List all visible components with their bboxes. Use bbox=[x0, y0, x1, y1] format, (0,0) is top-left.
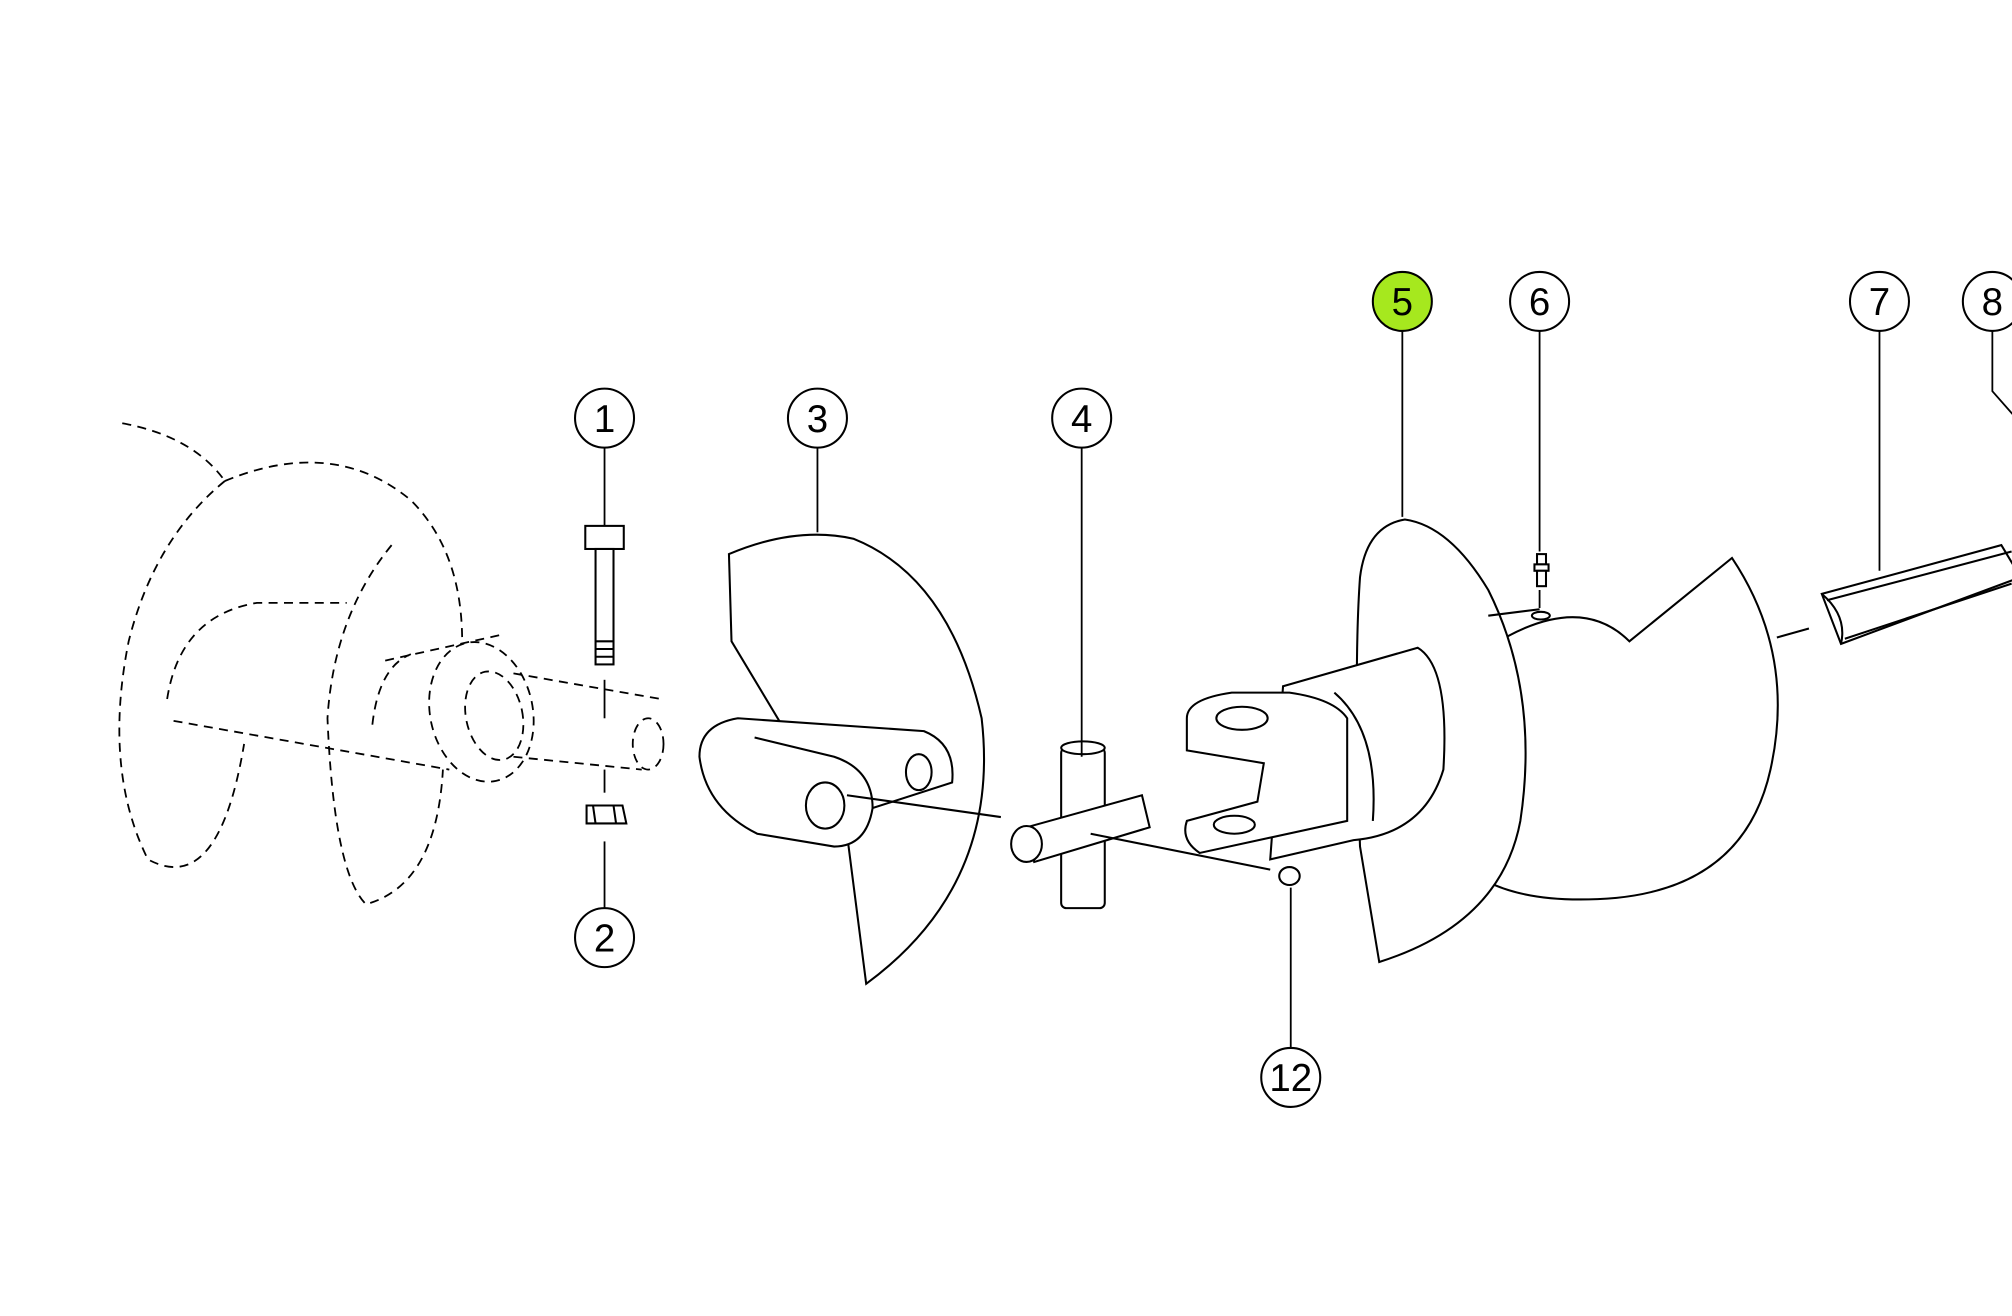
callout-6[interactable]: 6 bbox=[1509, 270, 1571, 332]
callout-5-highlighted[interactable]: 5 bbox=[1371, 270, 1433, 332]
callout-3[interactable]: 3 bbox=[786, 387, 848, 449]
callout-8[interactable]: 8 bbox=[1961, 270, 2012, 332]
callout-label: 4 bbox=[1071, 398, 1092, 441]
callout-12[interactable]: 12 bbox=[1260, 1046, 1322, 1108]
dashed-auger-section bbox=[118, 422, 665, 906]
callout-7[interactable]: 7 bbox=[1848, 270, 1911, 332]
callout-label: 2 bbox=[594, 917, 615, 960]
callout-label: 7 bbox=[1869, 281, 1890, 324]
universal-joint-cross-part bbox=[1010, 740, 1271, 910]
bolt-part bbox=[584, 524, 625, 719]
callout-1[interactable]: 1 bbox=[574, 387, 636, 449]
callout-label: 12 bbox=[1269, 1057, 1312, 1100]
callout-label: 6 bbox=[1529, 281, 1550, 324]
callout-4[interactable]: 4 bbox=[1051, 387, 1113, 449]
callout-label: 3 bbox=[807, 398, 828, 441]
callout-label: 1 bbox=[594, 398, 615, 441]
callout-leaders bbox=[603, 330, 2012, 1048]
callout-2[interactable]: 2 bbox=[574, 907, 636, 969]
screw-part bbox=[1533, 553, 1550, 588]
tube-part bbox=[1776, 543, 2012, 646]
callout-label: 5 bbox=[1392, 281, 1413, 324]
callout-label: 8 bbox=[1982, 281, 2003, 324]
nut-part bbox=[585, 769, 628, 825]
auger-flight-part bbox=[698, 533, 1002, 986]
auger-part bbox=[1184, 518, 1779, 964]
